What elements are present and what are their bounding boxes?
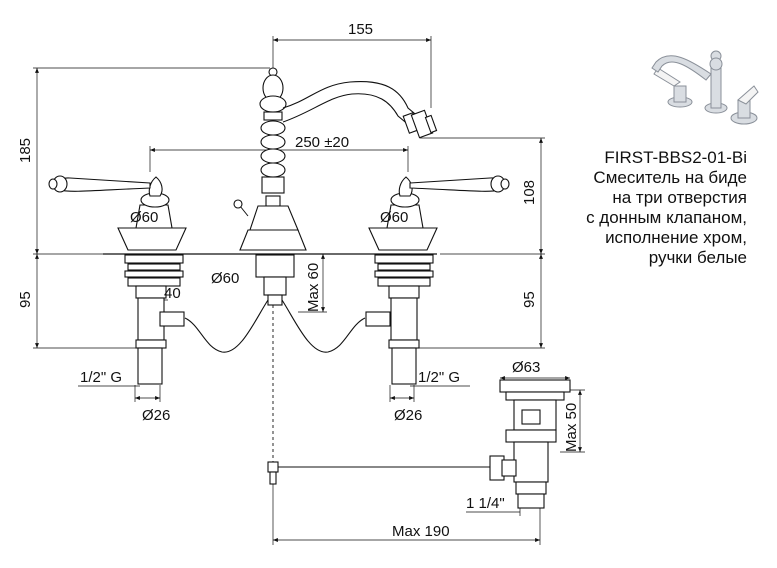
dim-top-width: 155 (348, 21, 373, 38)
center-spout (159, 67, 438, 353)
product-caption: FIRST-BBS2-01-Bi Смеситель на биде на тр… (507, 148, 747, 268)
dim-spacing: 250 ±20 (295, 134, 349, 151)
dim-offset: 40 (164, 285, 181, 302)
description-line: Смеситель на биде (593, 168, 747, 187)
dim-bottom-max: Max 190 (392, 523, 450, 540)
dim-drain-diameter: Ø63 (512, 359, 540, 376)
dim-left-handle-diameter: Ø60 (130, 209, 158, 226)
description-line: исполнение хром, (605, 228, 747, 247)
description-line: ручки белые (648, 248, 747, 267)
dim-center-diameter: Ø60 (211, 270, 239, 287)
product-model: FIRST-BBS2-01-Bi (604, 148, 747, 167)
dim-left-below: 95 (17, 291, 34, 308)
right-handle-valve (368, 175, 510, 385)
description-line: на три отверстия (612, 188, 747, 207)
drain-valve (489, 379, 571, 509)
dim-drain-thread: 1 1/4" (466, 495, 505, 512)
product-thumbnail (651, 50, 759, 125)
dim-right-below: 95 (521, 291, 538, 308)
dim-left-thread: 1/2" G (80, 369, 122, 386)
pull-rod (267, 305, 490, 485)
dim-center-max: Max 60 (305, 263, 322, 312)
dim-drain-max: Max 50 (563, 403, 580, 452)
dim-left-height: 185 (17, 138, 34, 163)
left-handle-valve (48, 175, 187, 385)
dim-right-pipe-diameter: Ø26 (394, 407, 422, 424)
description-line: с донным клапаном, (586, 208, 747, 227)
dim-right-thread: 1/2" G (418, 369, 460, 386)
dim-right-handle-diameter: Ø60 (380, 209, 408, 226)
dim-left-pipe-diameter: Ø26 (142, 407, 170, 424)
dimension-labels: 155 185 250 ±20 108 Ø60 Ø60 Ø60 Max 60 9… (17, 21, 580, 540)
dim-right-height: 108 (521, 180, 538, 205)
